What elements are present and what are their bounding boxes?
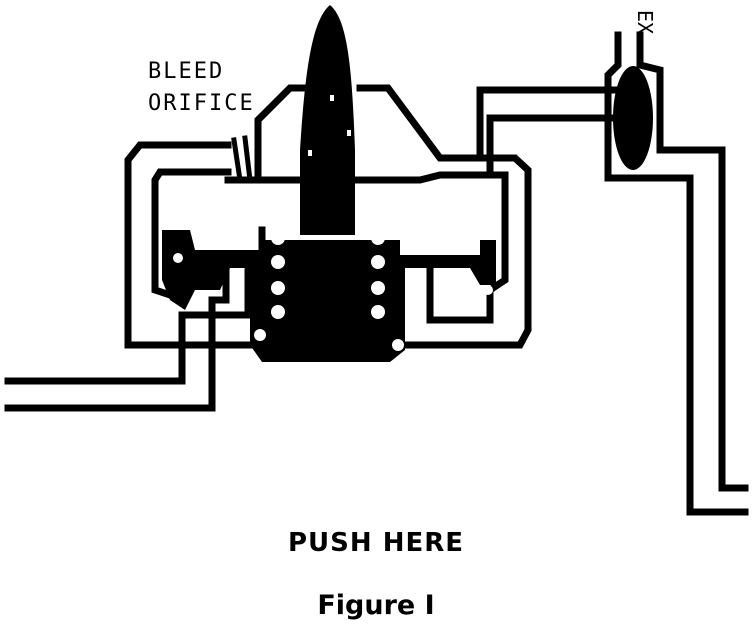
exhaust-check-ball	[613, 66, 653, 170]
figure-caption: Figure I	[317, 590, 435, 621]
bleed-label-line1: BLEED	[148, 59, 224, 84]
diaphragm	[162, 230, 496, 362]
valve-cap	[224, 84, 619, 184]
spring-coils	[173, 231, 493, 351]
plunger	[300, 5, 355, 235]
plunger-highlights	[308, 95, 351, 156]
bleed-orifice-nozzle	[231, 135, 253, 183]
exhaust-label: EX	[633, 10, 657, 34]
push-here-caption: PUSH HERE	[287, 528, 464, 558]
orifice-label-line2: ORIFICE	[148, 91, 255, 116]
exhaust-pipe	[604, 31, 749, 516]
bleed-line	[124, 141, 232, 316]
